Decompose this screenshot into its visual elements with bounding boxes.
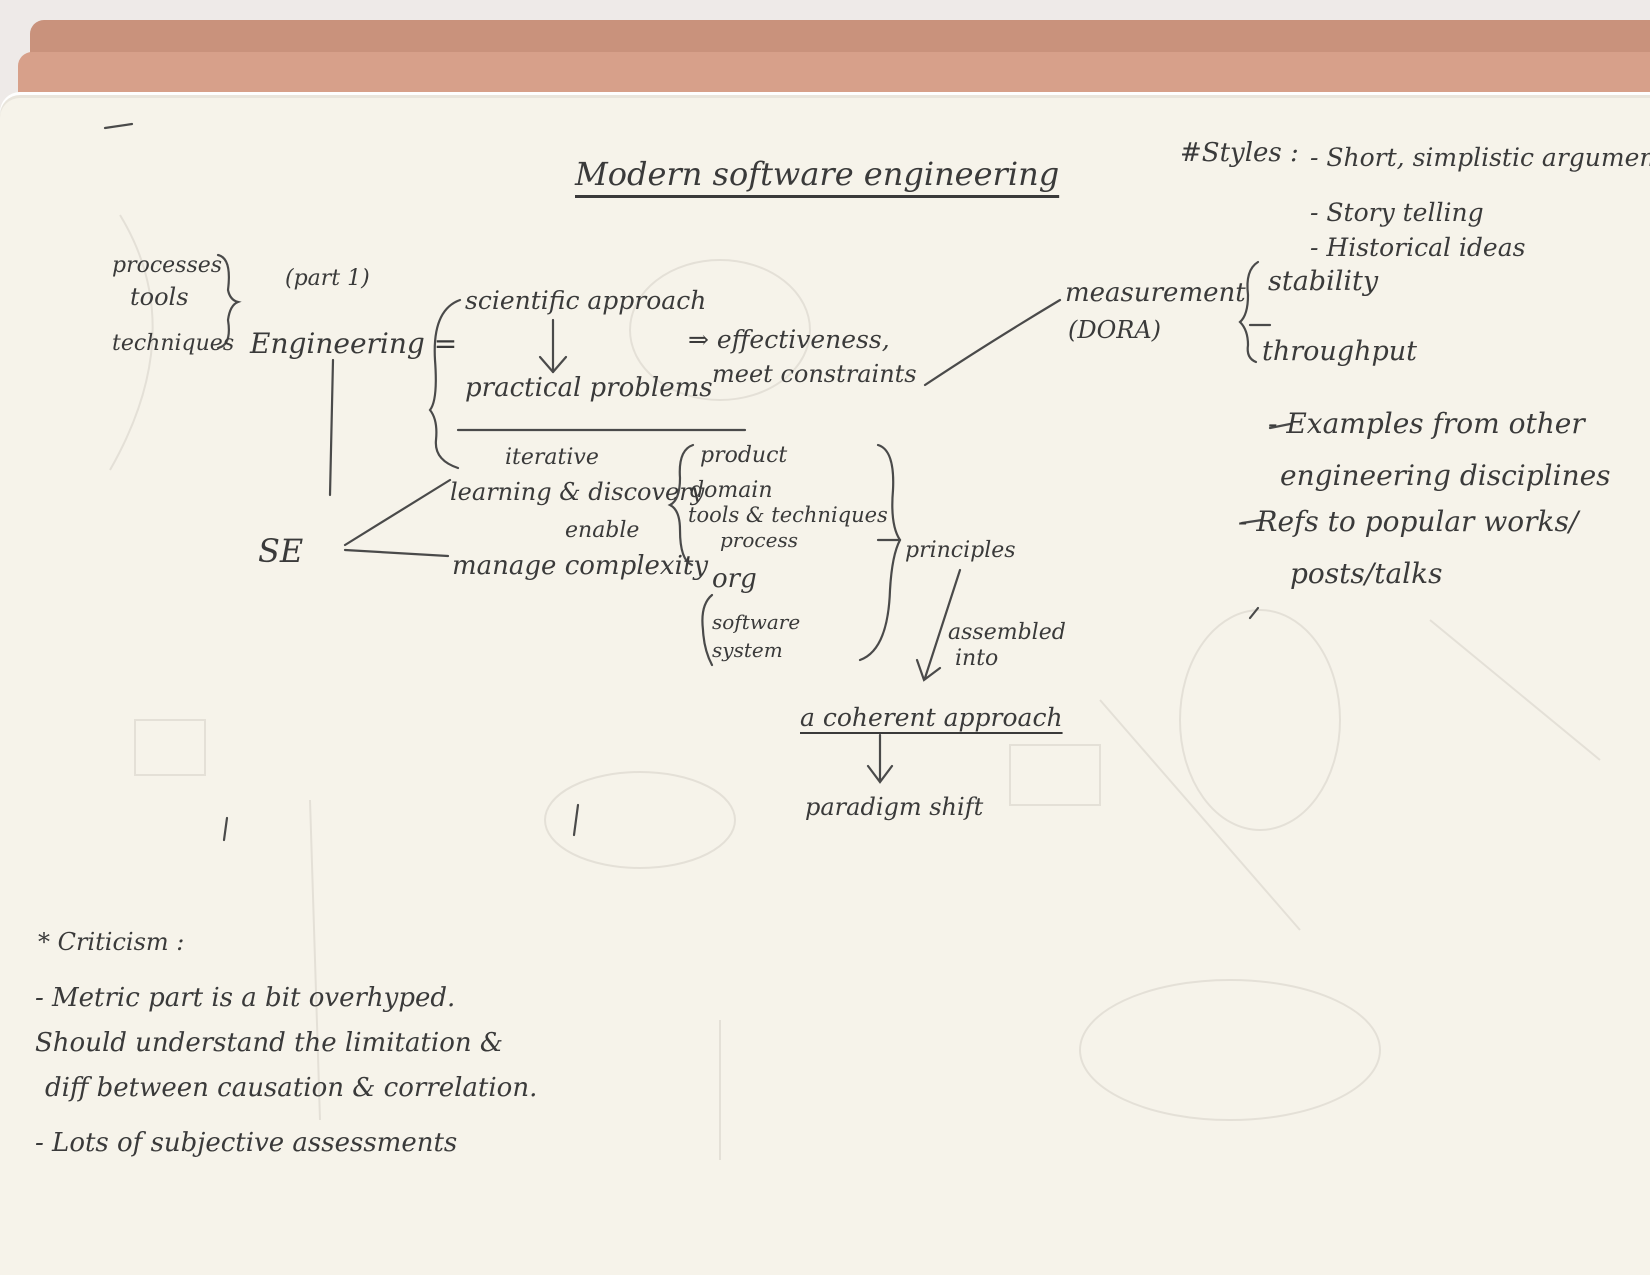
styles-item: - Story telling [1310,198,1484,227]
dora-label: (DORA) [1068,316,1162,344]
criticism-line: diff between causation & correlation. [45,1073,538,1103]
process-label: process [720,528,798,552]
learning-discovery: learning & discovery [450,478,705,506]
styles-item: posts/talks [1290,557,1443,590]
criticism-line: Should understand the limitation & [35,1028,504,1058]
se-label: SE [258,532,304,570]
tools-label: tools [130,283,189,311]
software-label: software [712,610,801,634]
org-label: org [712,564,757,594]
styles-header: #Styles : [1180,138,1299,168]
criticism-header: * Criticism : [38,928,185,956]
styles-item: - Historical ideas [1310,233,1526,262]
domain-label: domain [690,478,773,503]
paradigm-shift: paradigm shift [805,793,984,821]
principles-label: principles [905,538,1016,563]
into-label: into [955,646,999,671]
manage-complexity: manage complexity [452,551,709,581]
styles-item: engineering disciplines [1280,459,1611,492]
effectiveness-label: ⇒ effectiveness, [688,325,890,354]
coherent-approach: a coherent approach [800,703,1063,732]
measurement-label: measurement [1065,278,1246,308]
practical-problems: practical problems [465,373,713,403]
styles-item: - Short, simplistic arguments [1310,143,1650,172]
iterative-label: iterative [505,445,599,470]
part-label: (part 1) [285,266,370,291]
criticism-line: - Metric part is a bit overhyped. [35,983,456,1013]
stability-label: stability [1268,266,1379,297]
page-title: Modern software engineering [575,155,1060,193]
techniques-label: techniques [112,331,235,356]
assembled-label: assembled [948,620,1066,645]
notebook-page [0,92,1650,1275]
product-label: product [700,443,788,468]
styles-item: - Refs to popular works/ [1238,505,1579,538]
styles-item: - Examples from other [1268,407,1585,440]
scientific-approach: scientific approach [465,286,707,315]
engineering-label: Engineering = [250,327,458,360]
tools-techniques-label: tools & techniques [688,503,888,527]
system-label: system [712,638,783,662]
processes-label: processes [112,253,223,278]
constraints-label: meet constraints [712,360,917,388]
enable-label: enable [565,518,640,543]
throughput-label: throughput [1262,336,1417,367]
criticism-line: - Lots of subjective assessments [35,1128,458,1158]
